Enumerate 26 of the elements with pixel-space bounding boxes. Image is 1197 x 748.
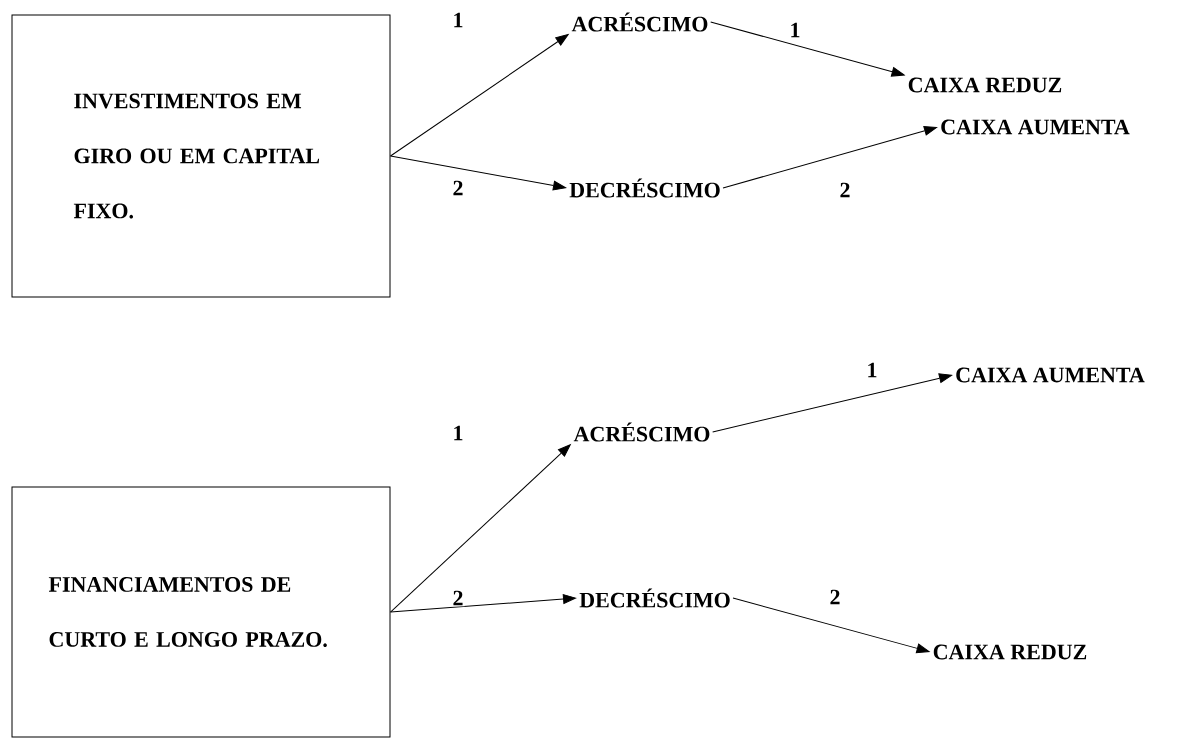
arrow — [390, 594, 577, 613]
edge-label: 2 — [828, 588, 842, 606]
label-text: CAIXA REDUZ — [908, 77, 1062, 93]
edge-label: 2 — [838, 181, 852, 199]
text-box: FINANCIAMENTOS DE CURTO E LONGO PRAZO. — [11, 486, 391, 738]
text-box: INVESTIMENTOS EM GIRO OU EM CAPITAL FIXO. — [11, 14, 391, 298]
edge-label: 2 — [451, 179, 465, 197]
edge-label: 1 — [865, 361, 879, 379]
arrow — [390, 34, 569, 157]
edge-label: 1 — [451, 11, 465, 29]
arrow — [712, 373, 953, 433]
label-text: ACRÉSCIMO — [573, 422, 710, 442]
label-text: DECRÉSCIMO — [569, 178, 720, 198]
arrow — [710, 21, 905, 77]
arrow — [722, 125, 938, 189]
arrow — [732, 597, 930, 654]
arrow — [390, 444, 571, 613]
label-text: CAIXA AUMENTA — [956, 367, 1145, 383]
label-text: DECRÉSCIMO — [579, 588, 730, 608]
edge-label: 1 — [788, 21, 802, 39]
edge-label: 2 — [451, 589, 465, 607]
label-text: ACRÉSCIMO — [571, 12, 708, 32]
label-text: CAIXA AUMENTA — [941, 119, 1130, 135]
label-text: CAIXA REDUZ — [933, 644, 1087, 660]
arrow — [390, 155, 567, 191]
edge-label: 1 — [451, 424, 465, 442]
